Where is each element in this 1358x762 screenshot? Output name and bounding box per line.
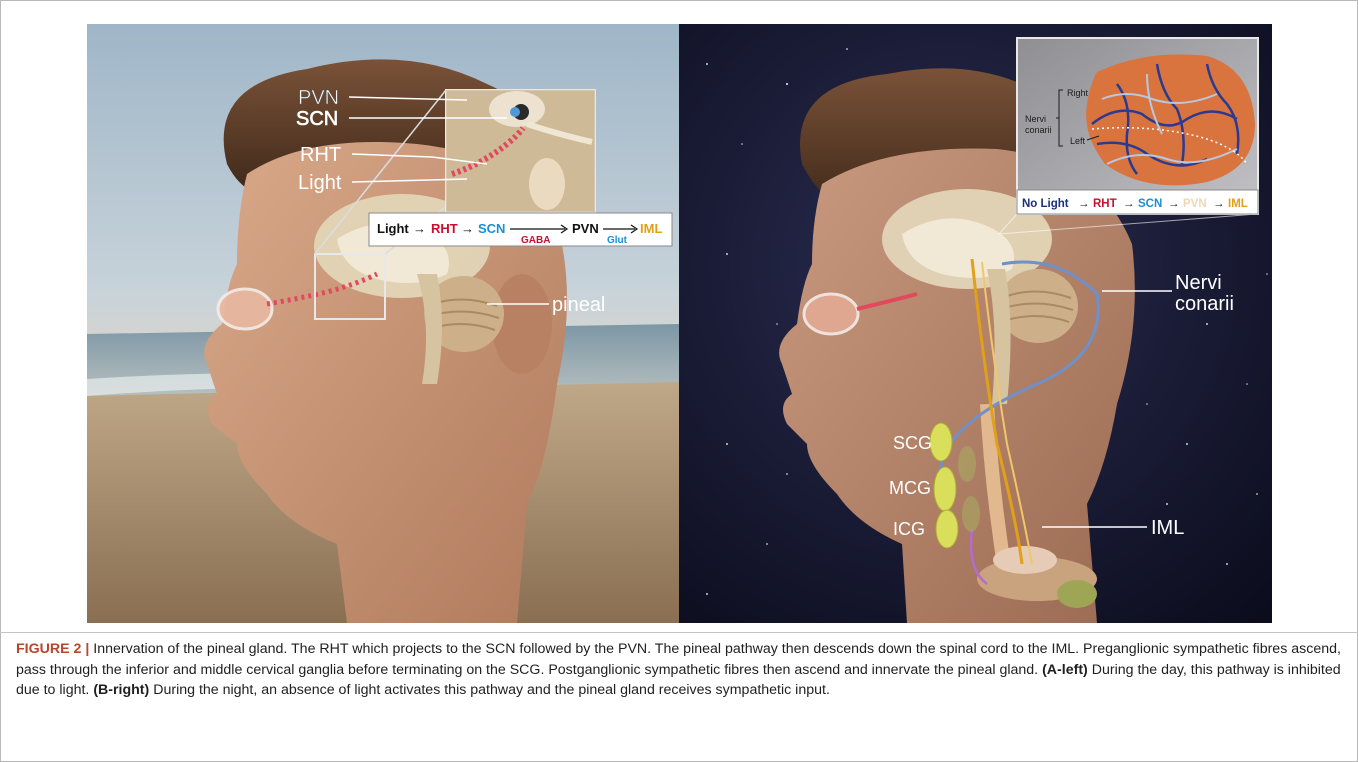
caption-divider: [0, 632, 1358, 633]
label-pvn: PVN: [298, 87, 339, 109]
label-mcg: MCG: [889, 478, 931, 498]
pathway-a-gaba: GABA: [521, 235, 550, 246]
inset-label-nervi-line1: Nervi: [1025, 114, 1046, 124]
pathway-a-rht: RHT: [431, 221, 458, 236]
pathway-b-rht: RHT: [1093, 198, 1117, 210]
pathway-b-arrow-1: →: [1078, 198, 1090, 210]
pathway-a-arrow-2: →: [461, 221, 474, 236]
pathway-a-light: Light: [377, 221, 409, 236]
label-light: Light: [298, 172, 342, 194]
pathway-a-pvn: PVN: [572, 221, 599, 236]
inset-label-nervi-line2: conarii: [1025, 125, 1052, 135]
figure-illustration: PVN SCN RHT Light pineal Light → RHT → S…: [87, 24, 1272, 623]
pathway-b-arrow-3: →: [1168, 198, 1180, 210]
pathway-a-scn: SCN: [478, 221, 505, 236]
pathway-b-arrow-4: →: [1213, 198, 1225, 210]
pathway-b-iml: IML: [1228, 198, 1248, 210]
label-conarii: conarii: [1175, 293, 1234, 315]
caption-figure-label: FIGURE 2 |: [16, 641, 89, 657]
label-pineal: pineal: [552, 294, 605, 316]
panel-b: Right Nervi conarii Left No Light → RHT …: [679, 24, 1272, 623]
pathway-b-pvn: PVN: [1183, 198, 1207, 210]
caption-a-label: (A-left): [1042, 662, 1088, 678]
label-scg: SCG: [893, 433, 932, 453]
pathway-a-arrow-1: →: [413, 221, 426, 236]
pathway-b-scn: SCN: [1138, 198, 1162, 210]
pathway-box-a: Light → RHT → SCN GABA PVN Glut IML: [369, 213, 672, 246]
panel-a: PVN SCN RHT Light pineal Light → RHT → S…: [87, 24, 679, 623]
pathway-b-arrow-2: →: [1123, 198, 1135, 210]
caption-b-label: (B-right): [93, 682, 149, 698]
inset-label-left: Left: [1070, 136, 1086, 146]
figure-caption: FIGURE 2 | Innervation of the pineal gla…: [16, 639, 1346, 701]
label-icg: ICG: [893, 519, 925, 539]
inset-b: Right Nervi conarii Left: [1017, 38, 1258, 214]
label-rht: RHT: [300, 144, 341, 166]
pathway-box-b: No Light → RHT → SCN → PVN → IML: [1017, 190, 1258, 214]
label-nervi: Nervi: [1175, 272, 1222, 294]
label-iml: IML: [1151, 517, 1184, 539]
pathway-a-glut: Glut: [607, 235, 628, 246]
label-scn: SCN: [296, 108, 338, 130]
inset-label-right: Right: [1067, 88, 1089, 98]
pathway-b-no-light: No Light: [1022, 198, 1069, 210]
pathway-a-iml: IML: [640, 221, 662, 236]
caption-b-text: During the night, an absence of light ac…: [149, 682, 830, 698]
